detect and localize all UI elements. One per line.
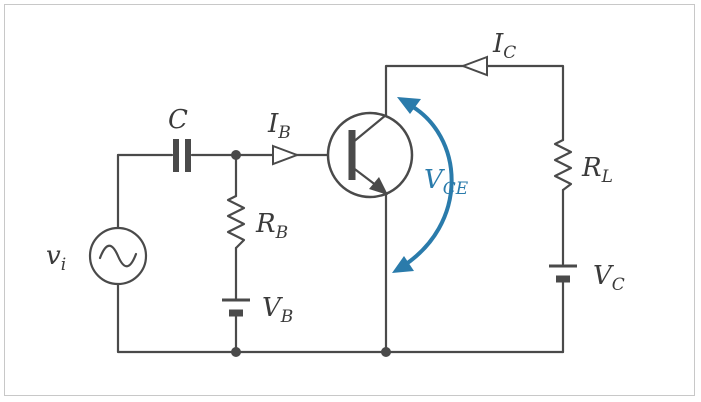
load-resistor-zigzag (553, 138, 573, 192)
vce-arrowhead-bottom-icon (392, 256, 414, 273)
diagram-frame (4, 4, 695, 396)
label-input-source: vi (46, 241, 66, 275)
transistor-collector-lead (350, 113, 388, 145)
label-vce: VCE (424, 165, 469, 199)
base-resistor-zigzag (226, 194, 246, 250)
collector-current-arrow (460, 55, 488, 77)
junction-base-node (231, 150, 241, 160)
label-base-current: IB (267, 109, 291, 143)
vce-arrowhead-top-icon (397, 97, 421, 114)
label-load-resistor: RL (581, 153, 613, 187)
wire-input-left (116, 153, 565, 354)
label-collector-source: VC (593, 261, 625, 295)
label-base-source: VB (262, 293, 293, 327)
base-current-arrow (272, 144, 300, 166)
ac-source-sine (98, 244, 138, 268)
label-capacitor: C (168, 105, 188, 135)
emitter-arrow-icon (369, 177, 388, 195)
vce-curved-arrow (398, 102, 454, 270)
label-collector-current: IC (492, 29, 516, 63)
transistor-body (326, 111, 414, 199)
label-base-resistor: RB (255, 209, 288, 243)
junction-ground-left (231, 347, 241, 357)
